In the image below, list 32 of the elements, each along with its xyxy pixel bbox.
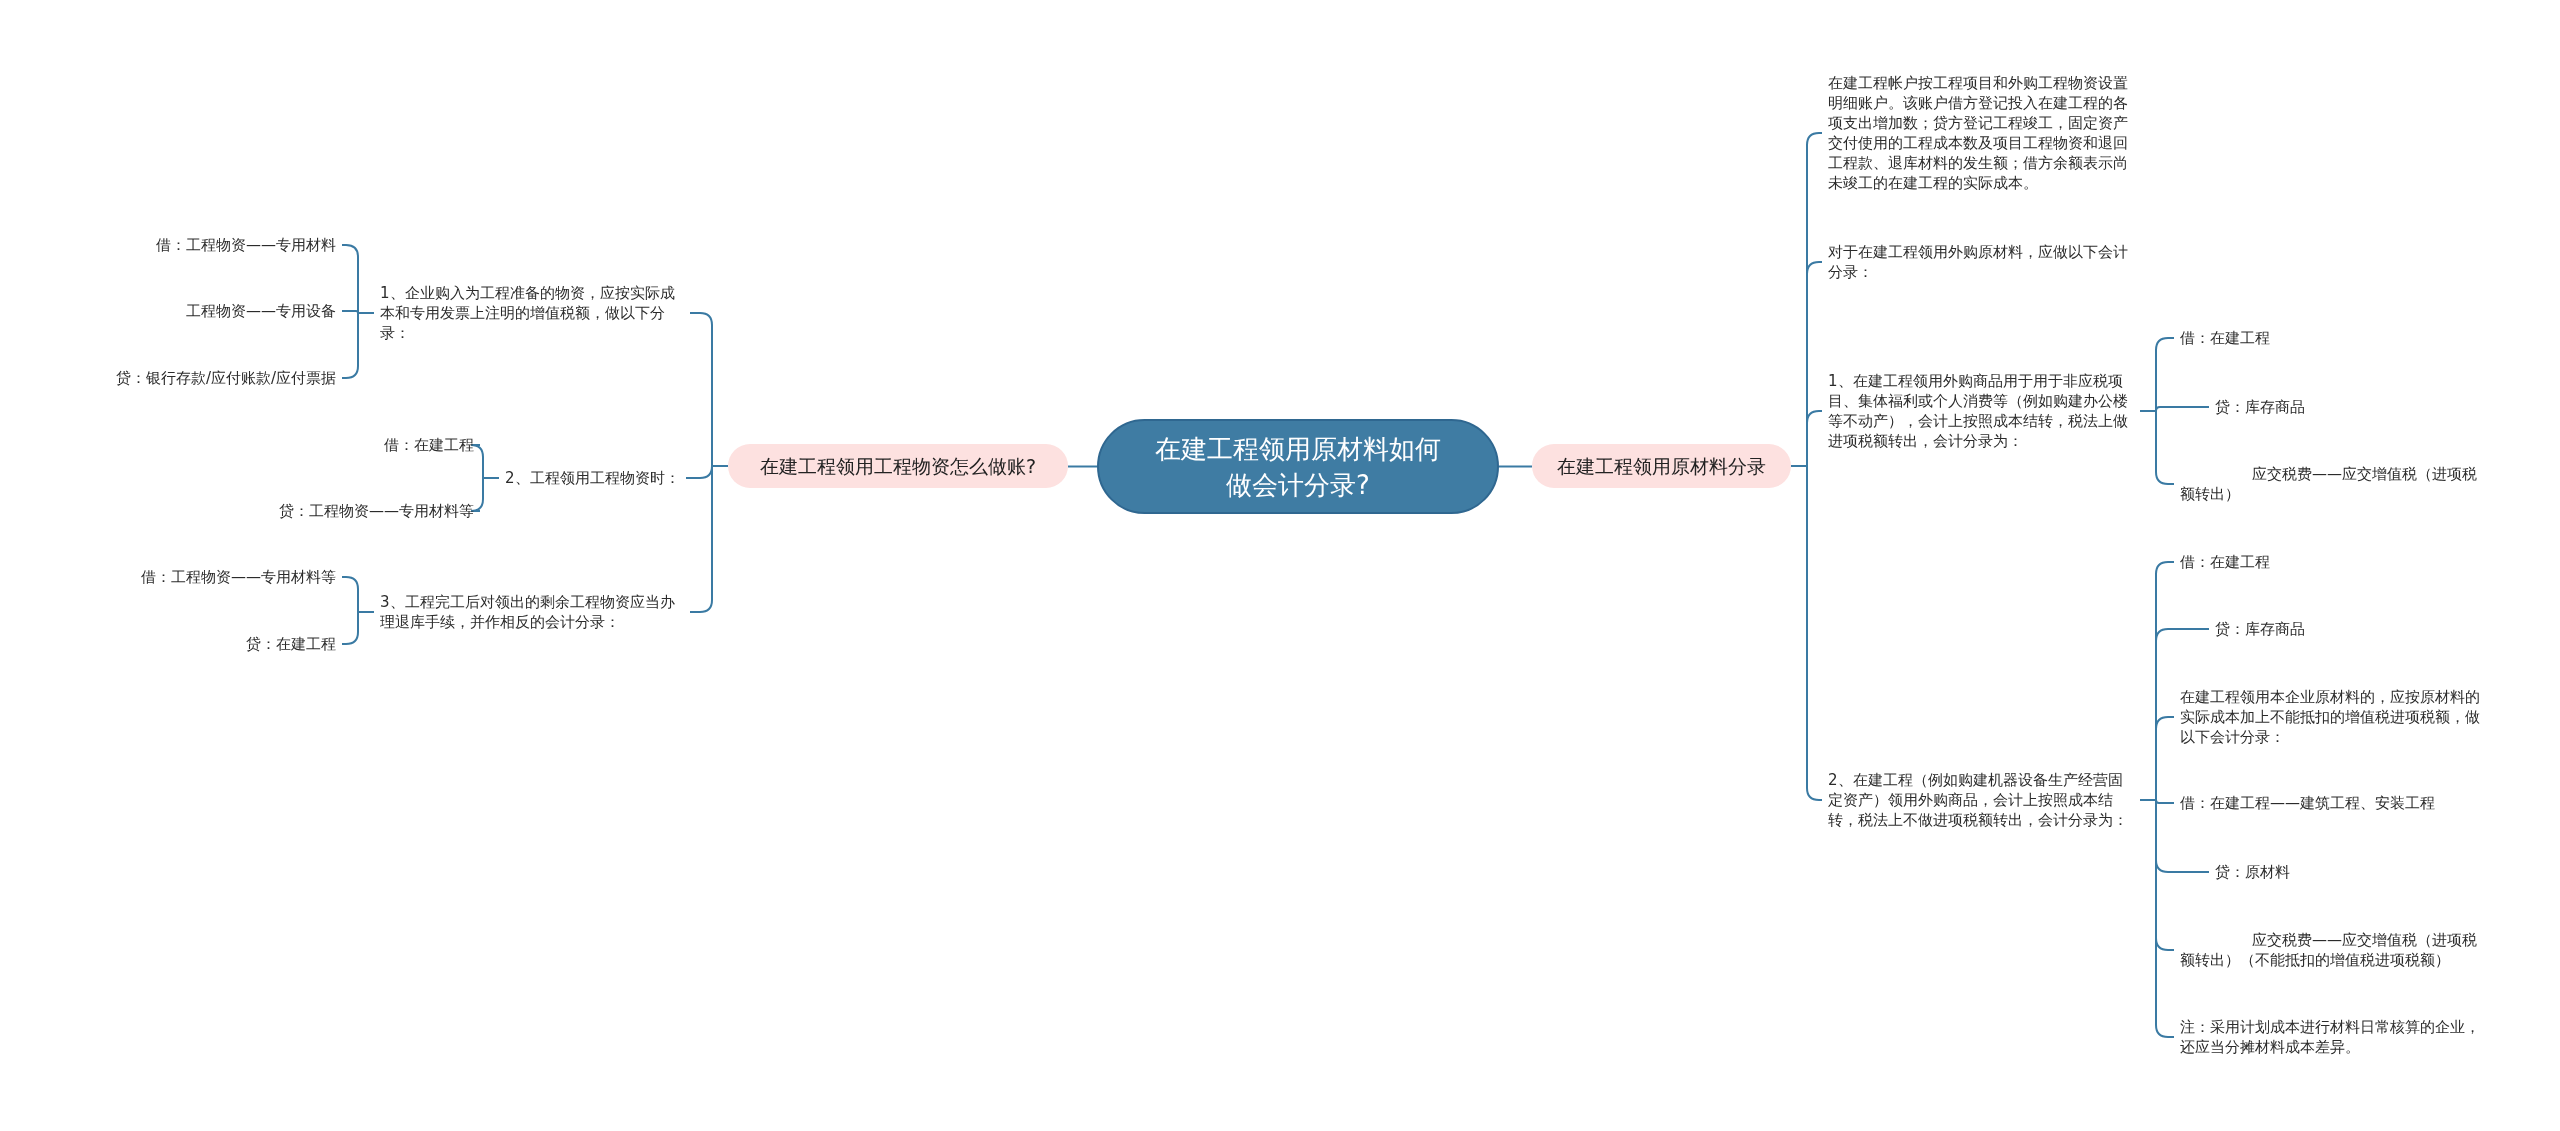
branch-topic: 在建工程领用原材料分录 (1532, 444, 1791, 488)
topic-text: 1、企业购入为工程准备的物资，应按实际成本和专用发票上注明的增值税额，做以下分录： (374, 283, 690, 343)
topic-text: 贷：工程物资——专用材料等 (273, 501, 480, 521)
topic-text: 2、工程领用工程物资时： (499, 468, 686, 488)
connector-line (1790, 465, 1823, 801)
topic-text: 借：在建工程 (2174, 552, 2276, 572)
topic-text: 工程物资——专用设备 (180, 301, 342, 321)
connector-line (470, 477, 500, 512)
topic-text: 借：工程物资——专用材料等 (135, 567, 342, 587)
topic-text: 借：在建工程——建筑工程、安装工程 (2174, 793, 2441, 813)
topic-text: 贷：在建工程 (240, 634, 342, 654)
topic-text: 贷：库存商品 (2209, 397, 2311, 417)
topic-text: 贷：库存商品 (2209, 619, 2311, 639)
topic-text: 注：采用计划成本进行材料日常核算的企业，还应当分摊材料成本差异。 (2174, 1017, 2486, 1057)
topic-text: 应交税费——应交增值税（进项税额转出） (2174, 464, 2494, 504)
topic-text: 借：工程物资——专用材料 (150, 235, 342, 255)
topic-text: 应交税费——应交增值税（进项税额转出）（不能抵扣的增值税进项税额） (2174, 930, 2494, 970)
topic-text: 在建工程领用本企业原材料的，应按原材料的实际成本加上不能抵扣的增值税进项税额，做以下会计分录： (2174, 687, 2494, 747)
topic-text: 借：在建工程 (2174, 328, 2276, 348)
connector-line (341, 611, 375, 645)
topic-text: 在建工程帐户按工程项目和外购工程物资设置明细账户。该账户借方登记投入在建工程的各项支出增加数；贷方登记工程竣工，固定资产交付使用的工程成本数及项目工程物资和退回工程款、退库材料的发生额；借方余额表示尚未竣工的在建工程的实际成本。 (1822, 73, 2140, 193)
branch-topic: 在建工程领用工程物资怎么做账? (728, 444, 1068, 488)
topic-text: 2、在建工程（例如购建机器设备生产经营固定资产）领用外购商品，会计上按照成本结转，税法上不做进项税额转出，会计分录为： (1822, 770, 2140, 830)
connector-line (1498, 465, 1533, 468)
topic-text: 贷：银行存款/应付账款/应付票据 (110, 368, 343, 388)
connector-line (1067, 465, 1098, 468)
topic-text: 对于在建工程领用外购原材料，应做以下会计分录： (1822, 242, 2140, 282)
topic-text: 贷：原材料 (2209, 862, 2296, 882)
topic-text: 借：在建工程 (378, 435, 480, 455)
topic-text: 3、工程完工后对领出的剩余工程物资应当办理退库手续，并作相反的会计分录： (374, 592, 690, 632)
topic-text: 1、在建工程领用外购商品用于用于非应税项目、集体福利或个人消费等（例如购建办公楼等不动产），会计上按照成本结转，税法上做进项税额转出，会计分录为： (1822, 371, 2140, 451)
central-topic: 在建工程领用原材料如何做会计分录? (1097, 419, 1499, 514)
